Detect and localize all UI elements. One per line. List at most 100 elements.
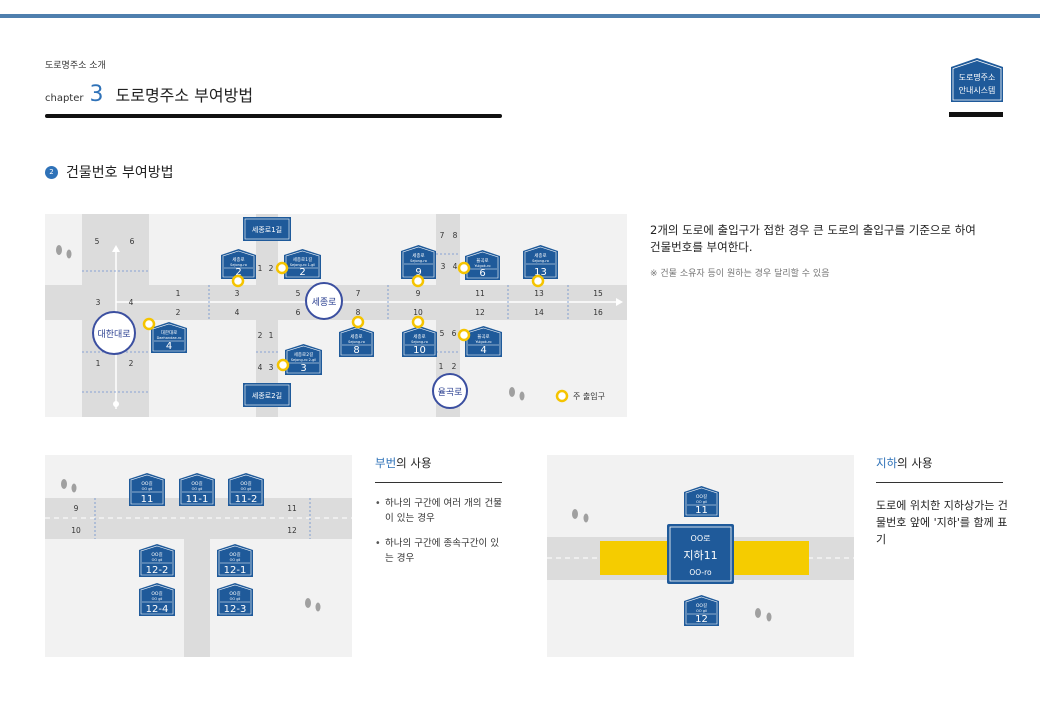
upper-number: 3 <box>235 289 240 298</box>
lower-number: 8 <box>356 308 361 317</box>
minor-number: 8 <box>453 231 458 240</box>
section-title: 2 건물번호 부여방법 <box>45 162 174 182</box>
minor-number: 4 <box>453 262 458 271</box>
minor-number: 2 <box>269 264 274 273</box>
svg-text:4: 4 <box>480 345 486 356</box>
svg-text:Sejong-ro: Sejong-ro <box>410 259 427 263</box>
road-circle-yulgokro: 율곡로 <box>432 373 468 409</box>
minor-number: 2 <box>129 359 134 368</box>
svg-text:세종로: 세종로 <box>350 333 362 340</box>
entrance-legend-icon <box>555 389 569 403</box>
svg-text:세종로: 세종로 <box>312 297 337 308</box>
road-label-sejongro-2gil: 세종로2길 <box>243 383 291 407</box>
road-label-sejongro-1gil: 세종로1길 <box>243 217 291 241</box>
chapter-word: chapter <box>45 93 84 104</box>
lower-number: 2 <box>176 308 181 317</box>
svg-text:12-4: 12-4 <box>146 604 169 615</box>
entrance-marker <box>457 328 471 342</box>
svg-text:10: 10 <box>413 345 426 356</box>
svg-text:OO길: OO길 <box>151 590 162 597</box>
svg-text:11-2: 11-2 <box>235 494 258 505</box>
upper-number: 1 <box>176 289 181 298</box>
svg-text:OO길: OO길 <box>696 602 707 609</box>
svg-text:OO-ro: OO-ro <box>689 568 712 577</box>
minor-number: 1 <box>269 331 274 340</box>
svg-text:6: 6 <box>479 268 485 279</box>
svg-text:Sejong-ro: Sejong-ro <box>532 259 549 263</box>
minor-number: 3 <box>441 262 446 271</box>
description-main: 2개의 도로에 출입구가 접한 경우 큰 도로의 출입구를 기준으로 하여 건물… <box>650 223 976 254</box>
svg-text:8: 8 <box>353 345 359 356</box>
segment-number: 12 <box>287 526 297 535</box>
minor-number: 7 <box>440 231 445 240</box>
sub-number-title-rest: 의 사용 <box>396 456 432 470</box>
svg-text:지하11: 지하11 <box>683 548 717 562</box>
svg-text:OO길: OO길 <box>191 480 202 487</box>
svg-text:세종로1길: 세종로1길 <box>293 256 312 263</box>
svg-text:OO로: OO로 <box>691 534 711 543</box>
logo-line1: 도로명주소 <box>959 72 996 82</box>
entrance-marker <box>457 261 471 275</box>
svg-text:세종로: 세종로 <box>413 333 425 340</box>
sub-number-bullets: 하나의 구간에 여러 개의 건물이 있는 경우 하나의 구간에 종속구간이 있는… <box>375 496 505 576</box>
upper-number: 7 <box>356 289 361 298</box>
lower-number: 6 <box>296 308 301 317</box>
minor-number: 5 <box>95 237 100 246</box>
basement-title-highlight: 지하 <box>876 456 898 470</box>
minor-number: 4 <box>129 298 134 307</box>
svg-text:OO gil: OO gil <box>230 597 241 601</box>
svg-text:OO gil: OO gil <box>142 487 153 491</box>
sub-number-title-highlight: 부번 <box>375 456 397 470</box>
basement-title-rule <box>876 482 1003 483</box>
basement-title: 지하의 사용 <box>876 455 933 471</box>
list-item: 하나의 구간에 종속구간이 있는 경우 <box>375 536 505 566</box>
sub-number-title: 부번의 사용 <box>375 455 432 471</box>
description-note: ※ 건물 소유자 등이 원하는 경우 달리할 수 있음 <box>650 269 830 279</box>
lower-number: 4 <box>235 308 240 317</box>
svg-text:OO gil: OO gil <box>152 558 163 562</box>
svg-text:12-1: 12-1 <box>224 565 247 576</box>
section-number-badge: 2 <box>45 165 58 179</box>
minor-number: 5 <box>440 329 445 338</box>
svg-text:OO gil: OO gil <box>696 500 707 504</box>
svg-text:OO길: OO길 <box>240 480 251 487</box>
section-title-text: 건물번호 부여방법 <box>66 165 174 181</box>
road-circle-daehandaero: 대한대로 <box>92 311 136 355</box>
svg-text:Sejong-ro: Sejong-ro <box>348 340 365 344</box>
svg-text:세종로: 세종로 <box>232 256 244 263</box>
svg-text:2: 2 <box>299 267 305 278</box>
upper-number: 13 <box>534 289 544 298</box>
minor-number: 3 <box>96 298 101 307</box>
logo-underline <box>949 112 1003 117</box>
svg-text:OO gil: OO gil <box>230 558 241 562</box>
list-item: 하나의 구간에 여러 개의 건물이 있는 경우 <box>375 496 505 526</box>
minor-number: 1 <box>258 264 263 273</box>
svg-text:OO길: OO길 <box>229 551 240 558</box>
basement-title-rest: 의 사용 <box>897 456 933 470</box>
svg-text:11-1: 11-1 <box>186 494 209 505</box>
svg-text:OO길: OO길 <box>141 480 152 487</box>
svg-text:2: 2 <box>235 267 241 278</box>
upper-number: 5 <box>296 289 301 298</box>
minor-number: 2 <box>258 331 263 340</box>
svg-text:OO gil: OO gil <box>192 487 203 491</box>
svg-text:율곡로: 율곡로 <box>476 258 488 264</box>
